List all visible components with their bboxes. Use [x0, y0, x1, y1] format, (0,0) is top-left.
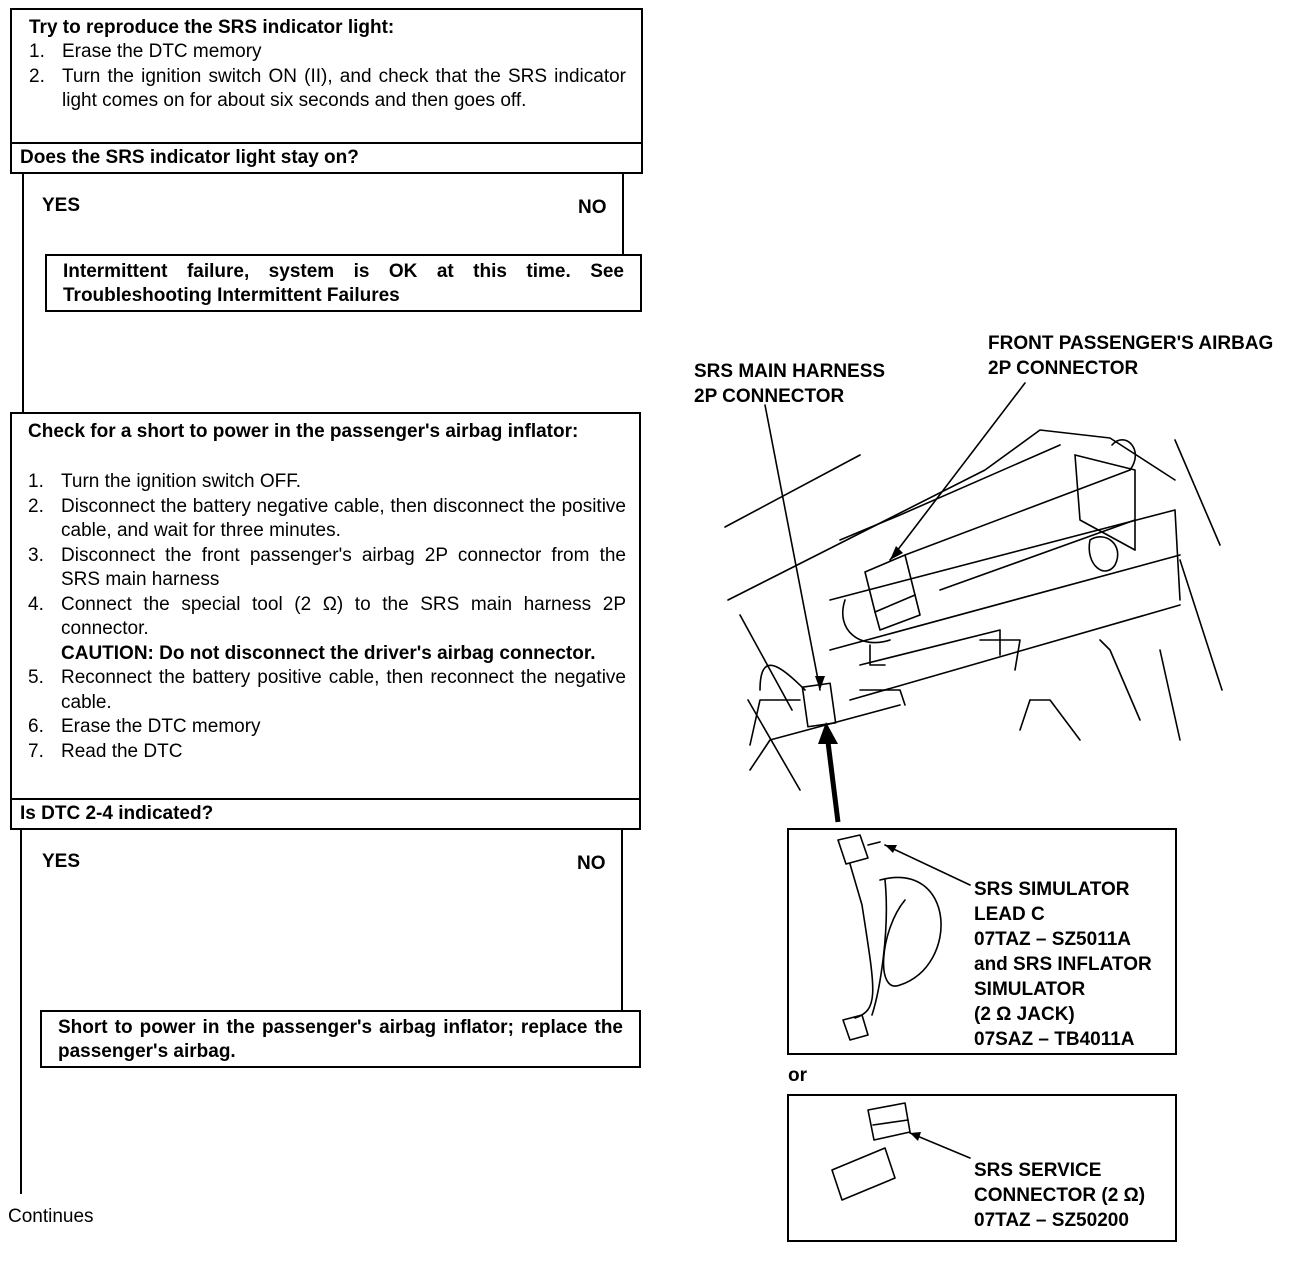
- step-item: 1.Turn the ignition switch OFF.: [28, 471, 302, 492]
- step-list: 1.Erase the DTC memory 2.Turn the igniti…: [29, 40, 626, 114]
- step-item: 7.Read the DTC: [28, 740, 183, 762]
- yes-label: YES: [42, 851, 81, 872]
- passenger-connector-label: FRONT PASSENGER'S AIRBAG 2P CONNECTOR: [988, 333, 1274, 379]
- flow-line-2: [20, 830, 22, 1194]
- flow-line-2-no: [621, 830, 623, 1010]
- step-item: 6.Erase the DTC memory: [28, 716, 261, 737]
- step-item: 1.Erase the DTC memory: [29, 41, 262, 62]
- no-label: NO: [578, 197, 607, 218]
- no-label: NO: [577, 853, 606, 874]
- or-label: or: [788, 1065, 807, 1086]
- step-list: 1.Turn the ignition switch OFF. 2.Discon…: [28, 470, 626, 764]
- step-item: 3.Disconnect the front passenger's airba…: [28, 544, 626, 591]
- service-connector-box: [787, 1094, 1177, 1242]
- result-text: Intermittent failure, system is OK at th…: [63, 261, 624, 306]
- step-item: 4.Connect the special tool (2 Ω) to the …: [28, 593, 626, 640]
- simulator-label: SRS SIMULATOR LEAD C 07TAZ – SZ5011A and…: [974, 879, 1152, 1050]
- result-text: Short to power in the passenger's airbag…: [58, 1017, 623, 1062]
- result-box-replace-airbag: Short to power in the passenger's airbag…: [40, 1010, 641, 1068]
- main-harness-label: SRS MAIN HARNESS 2P CONNECTOR: [694, 361, 886, 407]
- result-box-intermittent: Intermittent failure, system is OK at th…: [45, 254, 642, 312]
- step-item: 2.Turn the ignition switch ON (II), and …: [29, 65, 626, 112]
- service-connector-label: SRS SERVICE CONNECTOR (2 Ω) 07TAZ – SZ50…: [974, 1160, 1146, 1231]
- step-item: 2.Disconnect the battery negative cable,…: [28, 495, 626, 542]
- caution-note: CAUTION: Do not disconnect the driver's …: [61, 642, 596, 664]
- step-item: 5.Reconnect the battery positive cable, …: [28, 667, 626, 713]
- step-title: Try to reproduce the SRS indicator light…: [29, 17, 395, 38]
- step-title: Check for a short to power in the passen…: [28, 421, 579, 442]
- step-box-reproduce: Try to reproduce the SRS indicator light…: [10, 8, 643, 174]
- yes-label: YES: [42, 195, 81, 216]
- question: Is DTC 2-4 indicated?: [12, 798, 639, 828]
- continues-label: Continues: [8, 1206, 94, 1227]
- step-box-short-check: Check for a short to power in the passen…: [10, 412, 641, 830]
- simulator-tool-box: [787, 828, 1177, 1055]
- flow-line-1-no: [622, 174, 624, 254]
- flow-line-1: [22, 174, 24, 414]
- question: Does the SRS indicator light stay on?: [12, 142, 641, 172]
